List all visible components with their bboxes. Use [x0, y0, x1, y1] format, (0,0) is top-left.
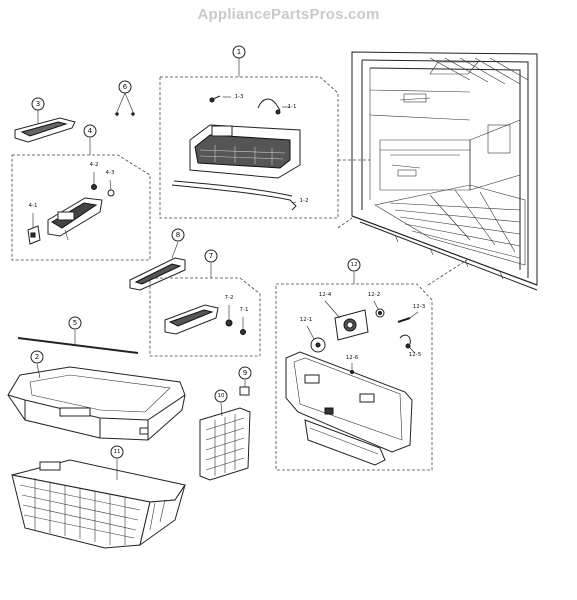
callout-2: 2 — [30, 350, 44, 364]
part-10 — [199, 402, 251, 481]
part-8 — [129, 241, 186, 291]
callout-12-3-label: 12-3 — [413, 304, 426, 310]
watermark: AppliancePartsPros.com — [197, 6, 380, 23]
callout-1-3-label: 1-3 — [235, 94, 244, 100]
part-3 — [14, 110, 76, 143]
part-5 — [17, 330, 139, 354]
group-4-assembly — [11, 138, 151, 261]
callout-4-2-label: 4-2 — [90, 162, 99, 168]
callout-6: 6 — [118, 80, 132, 94]
callout-8-label: 8 — [176, 231, 180, 239]
callout-12: 12 — [347, 258, 361, 272]
callout-10: 10 — [214, 389, 228, 403]
callout-5-label: 5 — [73, 319, 77, 327]
callout-12-4-label: 12-4 — [319, 292, 332, 298]
group-12-assembly — [275, 272, 433, 471]
callout-5: 5 — [68, 316, 82, 330]
callout-9-label: 9 — [243, 369, 247, 377]
callout-1-2-label: 1-2 — [300, 198, 309, 204]
callout-7: 7 — [204, 249, 218, 263]
callout-2-label: 2 — [35, 353, 39, 361]
callout-8: 8 — [171, 228, 185, 242]
part-2-drawer — [7, 363, 186, 441]
callout-4: 4 — [83, 124, 97, 138]
group-7-assembly — [149, 263, 261, 357]
part-6 — [115, 92, 135, 116]
callout-7-label: 7 — [209, 252, 213, 260]
part-11-basket — [11, 459, 186, 549]
group-1-assembly — [159, 56, 339, 219]
callout-12-2-label: 12-2 — [368, 292, 380, 298]
callout-11: 11 — [110, 445, 124, 459]
callout-9: 9 — [238, 366, 252, 380]
callout-4-3-label: 4-3 — [106, 170, 115, 176]
part-9 — [239, 380, 250, 396]
callout-1-label: 1 — [237, 48, 241, 56]
callout-6-label: 6 — [123, 83, 128, 91]
callout-12-6-label: 12-6 — [346, 355, 359, 361]
callout-12-1-label: 12-1 — [300, 317, 312, 323]
callout-1: 1 — [232, 45, 246, 59]
callout-4-label: 4 — [88, 127, 93, 135]
callout-7-2-label: 7-2 — [225, 295, 234, 301]
callout-3: 3 — [31, 97, 45, 111]
callout-10-label: 10 — [218, 393, 225, 399]
callout-3-label: 3 — [36, 100, 40, 108]
refrigerator-cabinet — [351, 51, 538, 291]
callout-12-5-label: 12-5 — [409, 352, 422, 358]
callout-12-label: 12 — [351, 262, 358, 268]
callout-7-1-label: 7-1 — [240, 307, 249, 313]
callout-11-label: 11 — [114, 449, 121, 455]
callout-1-1-label: 1-1 — [288, 104, 297, 110]
callout-4-1-label: 4-1 — [29, 203, 38, 209]
